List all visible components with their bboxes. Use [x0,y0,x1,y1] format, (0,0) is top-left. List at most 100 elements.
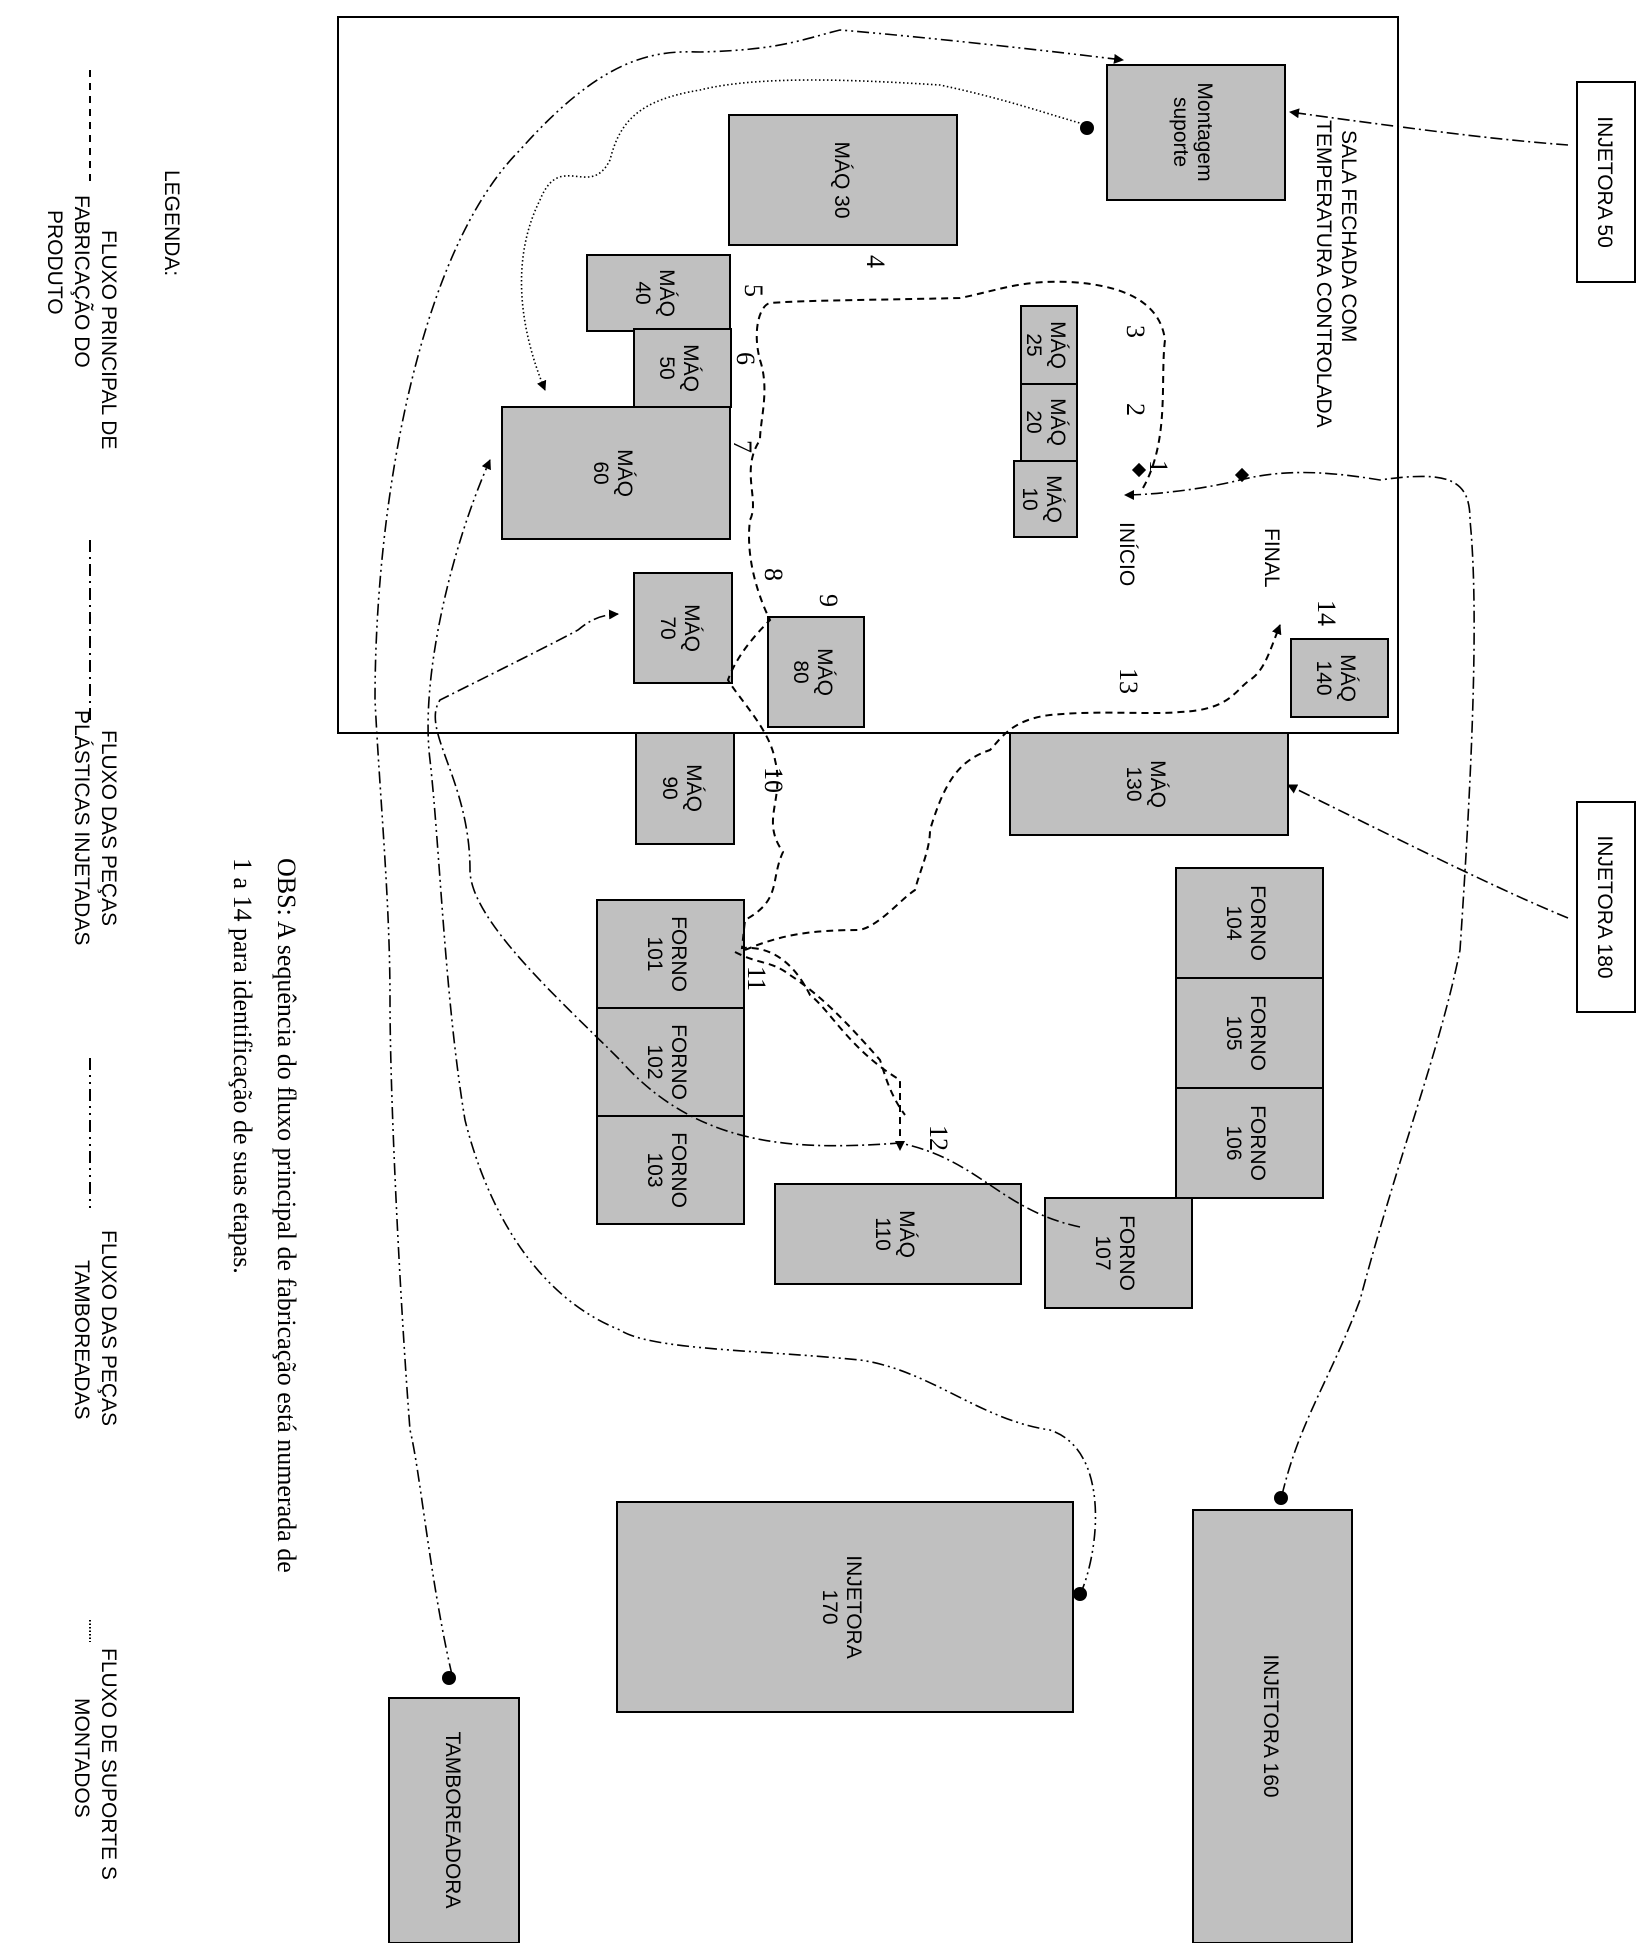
step-2: 2 [1121,403,1150,416]
svg-text:MÁQ: MÁQ [813,648,836,696]
svg-text:TAMBOREADAS: TAMBOREADAS [70,1260,93,1419]
svg-text:INJETORA 160: INJETORA 160 [1259,1654,1282,1797]
svg-text:FLUXO PRINCIPAL DE: FLUXO PRINCIPAL DE [97,230,120,449]
machine-maq-80: MÁQ 80 [767,616,865,728]
svg-text:170: 170 [818,1589,841,1624]
svg-text:104: 104 [1222,905,1245,940]
climate-room-outline [337,16,1399,734]
obs-line2: 1 a 14 para identificação de suas etapas… [228,858,257,1274]
svg-text:MONTADOS: MONTADOS [70,1698,93,1818]
machine-maq-20: MÁQ 20 [1020,383,1078,462]
svg-text:FORNO: FORNO [1115,1215,1138,1291]
machine-maq-70: MÁQ 70 [633,572,733,684]
svg-text:103: 103 [643,1152,666,1187]
machine-montagem-suporte: Montagem suporte [1106,64,1286,201]
svg-text:10: 10 [1018,487,1041,510]
room-label: SALA FECHADA COM TEMPERATURA CONTROLADA [1312,120,1360,428]
step-8: 8 [759,568,788,581]
step-3: 3 [1121,325,1150,338]
svg-text:MÁQ: MÁQ [655,269,678,317]
svg-text:110: 110 [871,1217,894,1250]
svg-text:60: 60 [589,461,612,484]
svg-text:FLUXO DAS PEÇAS: FLUXO DAS PEÇAS [97,730,120,926]
svg-text:105: 105 [1222,1015,1245,1050]
svg-text:FLUXO DAS PEÇAS: FLUXO DAS PEÇAS [97,1230,120,1426]
machine-maq-110: MÁQ 110 [774,1183,1022,1285]
svg-text:FORNO: FORNO [667,1024,690,1100]
machine-maq-40: MÁQ 40 [586,254,731,332]
svg-text:FORNO: FORNO [1246,1105,1269,1181]
svg-text:MÁQ: MÁQ [1336,654,1359,702]
svg-text:107: 107 [1091,1235,1114,1270]
svg-text:90: 90 [658,776,681,799]
injector-180: INJETORA 180 [1576,801,1636,1013]
legend-item-supports: FLUXO DE SUPORTE S MONTADOS [70,1648,120,1880]
machine-maq-10: MÁQ 10 [1013,460,1078,538]
label-inicio: INÍCIO [1115,522,1138,586]
svg-text:MÁQ: MÁQ [895,1210,918,1258]
main-production-flow [726,280,1282,1151]
svg-text:70: 70 [656,616,679,639]
machine-maq-130: MÁQ 130 [1009,732,1289,836]
assembled-supports-flow [520,79,1088,391]
svg-text:MÁQ: MÁQ [1042,475,1065,523]
label-final: FINAL [1260,528,1283,588]
legend: FLUXO PRINCIPAL DE FABRICAÇÃO DO PRODUTO… [43,70,120,1880]
injector-50: INJETORA 50 [1576,81,1636,283]
step-9: 9 [814,594,843,607]
svg-text:MÁQ: MÁQ [1046,321,1069,369]
svg-text:FINAL: FINAL [1260,528,1283,588]
furnace-105: FORNO 105 [1175,977,1324,1089]
machine-maq-25: MÁQ 25 [1020,305,1078,385]
svg-text:LEGENDA:: LEGENDA: [160,170,183,276]
svg-text:80: 80 [789,660,812,683]
svg-text:FORNO: FORNO [667,916,690,992]
svg-text:INJETORA 180: INJETORA 180 [1593,835,1616,978]
flow-endpoint-dots [442,121,1288,1685]
machine-maq-30: MÁQ 30 [728,114,958,246]
svg-text:Montagem: Montagem [1193,82,1216,181]
svg-text:TAMBOREADORA: TAMBOREADORA [441,1732,464,1909]
svg-text:MÁQ: MÁQ [1146,760,1169,808]
svg-text:FORNO: FORNO [1246,885,1269,961]
svg-text:INÍCIO: INÍCIO [1115,522,1138,586]
furnace-103: FORNO 103 [596,1115,745,1225]
svg-text:101: 101 [643,936,666,971]
room-label-line1: SALA FECHADA COM [1337,130,1360,342]
svg-text:130: 130 [1122,766,1145,801]
step-13: 13 [1114,668,1143,694]
furnace-102: FORNO 102 [596,1007,745,1117]
obs-note: OBS: A sequência do fluxo principal de f… [228,858,301,1573]
svg-text:140: 140 [1312,660,1335,695]
step-numbers: 1 2 3 4 5 6 7 8 9 10 11 12 13 14 [728,255,1341,1151]
svg-text:40: 40 [631,281,654,304]
furnace-106: FORNO 106 [1175,1087,1324,1199]
step-6: 6 [731,352,760,365]
svg-text:FLUXO DE SUPORTE S: FLUXO DE SUPORTE S [97,1648,120,1880]
tamboreadora: TAMBOREADORA [388,1697,520,1943]
step-11: 11 [742,966,771,991]
svg-text:MÁQ 30: MÁQ 30 [830,141,853,218]
legend-item-injected: FLUXO DAS PEÇAS PLÁSTICAS INJETADAS [70,710,120,945]
svg-text:INJETORA: INJETORA [842,1555,865,1658]
step-14: 14 [1312,600,1341,626]
furnace-101: FORNO 101 [596,899,745,1009]
svg-text:FORNO: FORNO [1246,995,1269,1071]
svg-text:MÁQ: MÁQ [680,604,703,652]
svg-text:MÁQ: MÁQ [613,449,636,497]
step-10: 10 [759,767,788,793]
legend-item-tumbled: FLUXO DAS PEÇAS TAMBOREADAS [70,1230,120,1426]
room-label-line2: TEMPERATURA CONTROLADA [1312,120,1335,428]
furnace-107: FORNO 107 [1044,1197,1193,1309]
furnace-104: FORNO 104 [1175,867,1324,979]
machine-maq-60: MÁQ 60 [501,406,731,540]
injected-parts-flow [434,108,1569,1496]
svg-text:25: 25 [1022,333,1045,356]
step-12: 12 [924,1125,953,1151]
machine-maq-90: MÁQ 90 [635,732,735,845]
svg-text:FORNO: FORNO [667,1132,690,1208]
svg-text:106: 106 [1222,1125,1245,1160]
svg-text:FABRICAÇÃO DO: FABRICAÇÃO DO [70,195,94,368]
svg-text:MÁQ: MÁQ [679,344,702,392]
